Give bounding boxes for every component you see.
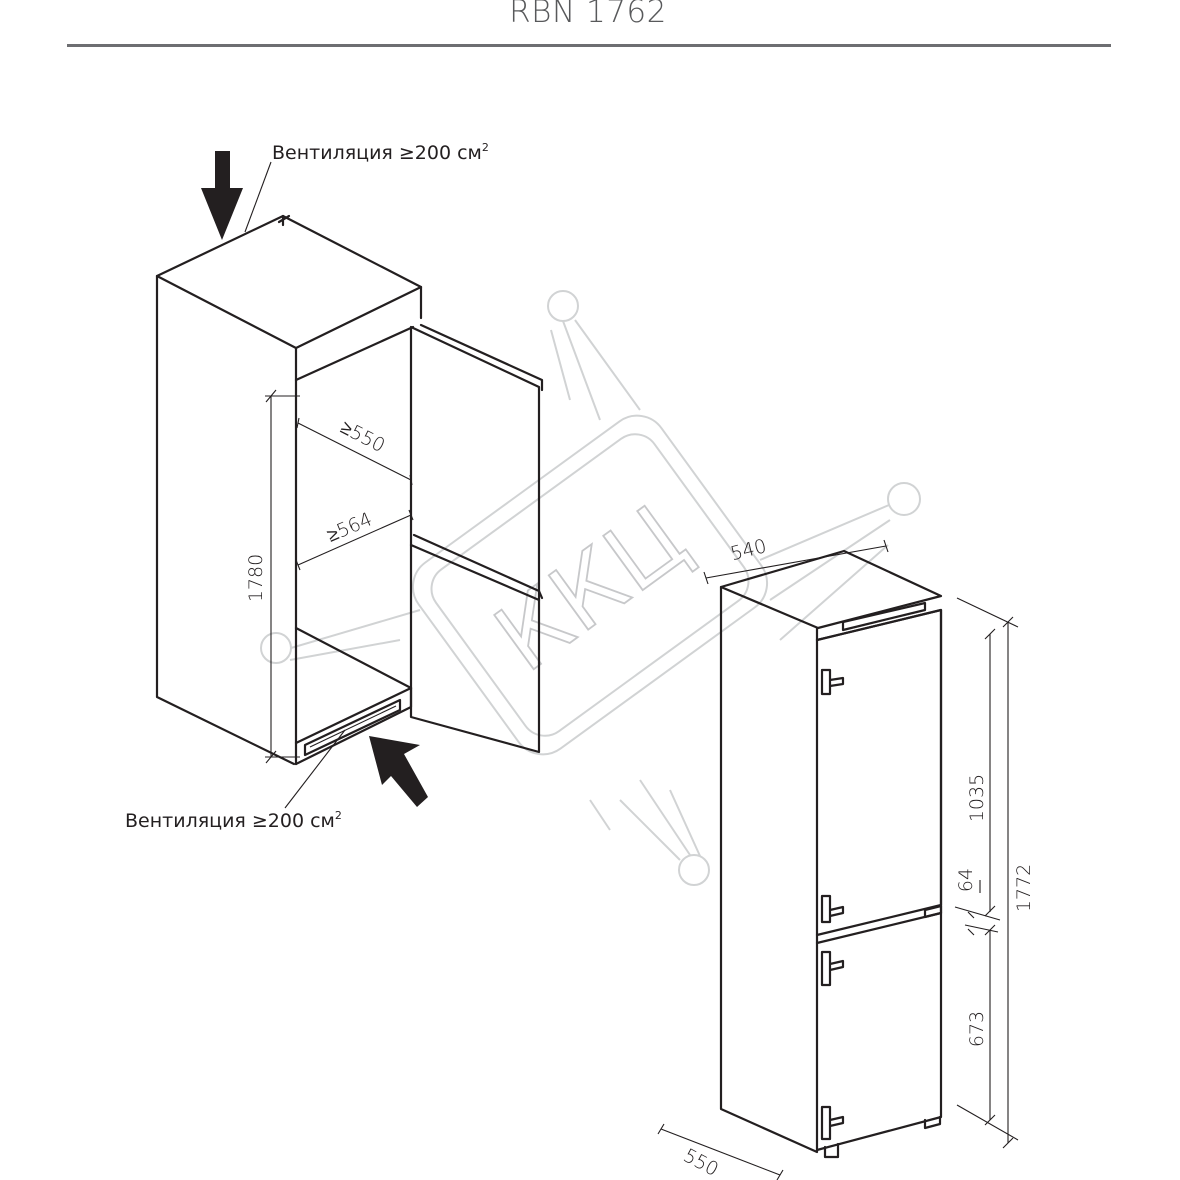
niche-vent-slot [309,705,397,748]
niche-door [409,325,541,754]
watermark-frame [411,414,769,756]
watermark-node [547,290,579,322]
watermark: ККЦ [260,290,921,886]
niche-vent-grille [303,698,402,757]
hinge-icon [820,950,845,987]
niche-floor-back [294,626,413,690]
dim-550b-line [660,1128,781,1176]
vent-top-text: Вентиляция ≥200 см [272,142,482,164]
appliance-top-hinge [841,601,927,632]
watermark-lines [550,319,641,421]
dim-550-ticks [296,417,413,486]
watermark-node [887,482,921,516]
dim-1772-ticks [1002,616,1014,1149]
dim-540-ticks [703,539,889,585]
niche-top-lip [277,214,291,227]
appliance-side [719,585,819,1154]
watermark-frame-inner [430,433,750,737]
dim-64-line [964,911,999,936]
appliance-top-face [719,549,943,630]
dim-1772-label: 1772 [1013,864,1035,912]
niche-door-edge [419,323,544,392]
dim-550-line [297,422,412,481]
dim-1035-ticks [984,628,996,917]
dim-564-line [297,514,412,566]
niche-drawing: 1780 ≥550 ≥564 [155,151,544,809]
niche-door-split-edge [412,533,544,600]
hinge-icon [820,668,845,696]
watermark-lines [589,779,701,861]
niche-top-face [155,214,423,350]
header-rule [67,44,1111,47]
niche-door-split [409,543,541,602]
watermark-node [260,632,292,664]
hinge-icon [820,894,845,924]
fridge-door [815,608,943,937]
dim-673-ticks [984,924,996,1126]
niche-left-side [155,274,296,766]
freezer-door-top [815,911,943,945]
vent-top-leader [244,161,272,233]
dim-564-label: ≥564 [324,508,376,546]
dim-564-ticks [295,509,414,571]
dim-1035-line [954,634,1001,921]
dim-540-line [705,545,887,579]
vent-bottom-text: Вентиляция ≥200 см [125,810,335,832]
dim-550b-ticks [657,1123,784,1180]
dim-1780-ticks [265,389,277,764]
vent-bottom-superscript: 2 [334,809,342,822]
watermark-lines [759,504,891,641]
hinge-icon [820,1105,845,1141]
arrow-down-icon [201,151,243,240]
vent-bottom-leader [284,729,346,809]
dim-1780-line [265,395,300,758]
vent-top-superscript: 2 [481,141,489,154]
vent-bottom-label: Вентиляция ≥200 см2 [125,809,342,832]
dim-540-label: 540 [728,535,769,565]
dim-64-label: 64 [955,868,977,892]
appliance-feet [823,1115,942,1159]
model-title: RBN 1762 [509,0,667,30]
vent-top-label: Вентиляция ≥200 см2 [272,141,489,164]
dim-550-label: ≥550 [337,416,389,457]
arrow-diagonal-icon [369,736,428,807]
dim-673-label: 673 [966,1011,988,1047]
niche-floor-front [294,686,413,745]
appliance-drawing: 540 550 1772 1035 64 673 [657,535,1035,1180]
watermark-node [678,854,710,886]
watermark-lines [289,609,421,661]
niche-front-top [294,325,415,382]
dim-1035-label: 1035 [966,774,988,822]
dim-1780-label: 1780 [245,554,267,602]
appliance-front [815,608,943,1152]
